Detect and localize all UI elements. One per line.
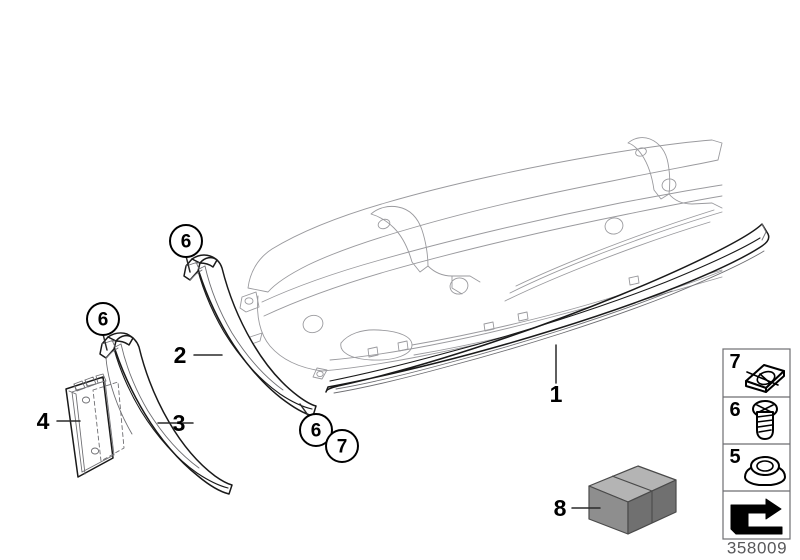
legend-row-6[interactable]: 6 <box>729 399 778 440</box>
callout-bubble-label: 6 <box>181 232 192 253</box>
clip-plate-icon <box>745 364 785 393</box>
callout-bubble-6-top[interactable]: 6 <box>169 224 203 258</box>
legend-row-5[interactable]: 5 <box>729 446 786 486</box>
direction-arrow-icon <box>730 498 783 535</box>
part-trim-strip[interactable] <box>325 223 770 394</box>
callout-label-1: 1 <box>550 381 563 407</box>
part-bracket[interactable] <box>65 373 125 478</box>
callout-bubble-label: 6 <box>311 421 322 442</box>
legend-number: 6 <box>729 399 740 421</box>
legend-row-7[interactable]: 7 <box>729 351 785 393</box>
callout-bubble-6-left[interactable]: 6 <box>86 302 120 336</box>
callout-label-4: 4 <box>37 408 50 434</box>
part-carton[interactable] <box>588 465 677 535</box>
grommet-icon <box>744 456 786 486</box>
legend-number: 5 <box>729 446 740 468</box>
leader-6-left <box>102 333 108 351</box>
callout-bubble-6-bottom[interactable]: 6 <box>299 413 333 447</box>
callout-label-8: 8 <box>554 495 567 521</box>
legend-row-arrow[interactable] <box>730 498 783 535</box>
legend-number: 7 <box>729 351 740 373</box>
part-corner-trim-left[interactable] <box>99 332 233 495</box>
callout-label-3: 3 <box>173 410 186 436</box>
leader-6-top <box>185 255 191 273</box>
callout-bubble-label: 7 <box>337 437 348 458</box>
screw-icon <box>752 400 778 440</box>
callout-label-2: 2 <box>174 342 187 368</box>
callout-bubble-7-bottom[interactable]: 7 <box>325 429 359 463</box>
part-number-label: 358009 <box>727 539 787 558</box>
callout-bubble-label: 6 <box>98 310 109 331</box>
